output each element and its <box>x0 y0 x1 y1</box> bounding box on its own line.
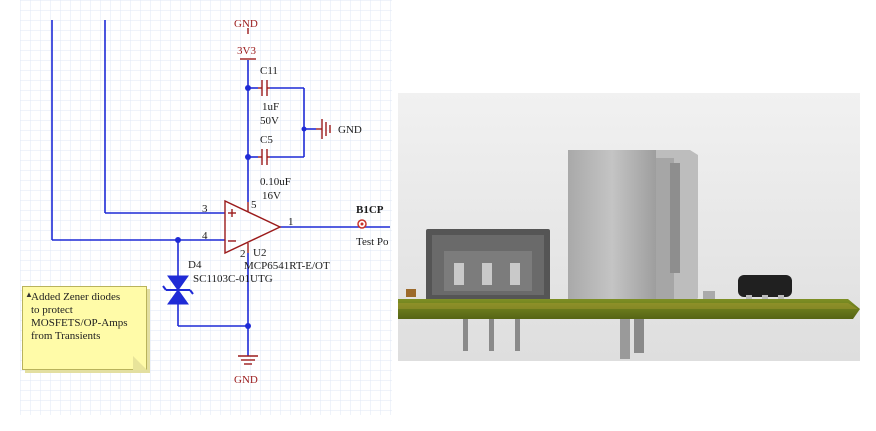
d4-ref: D4 <box>188 259 202 271</box>
c5-ref: C5 <box>260 134 273 146</box>
c11-value: 1uF <box>262 101 279 113</box>
note-line: Added Zener diodes <box>31 291 121 303</box>
note-pin-icon: ▲ <box>25 290 33 299</box>
zener-diode-d4-symbol <box>162 275 194 305</box>
note-line: from Transients <box>31 330 101 342</box>
c5-voltage: 16V <box>262 190 281 202</box>
connector-bottom-legs <box>620 319 644 359</box>
u2-part: MCP6541RT-E/OT <box>244 260 330 272</box>
smd-component <box>406 289 416 297</box>
sticky-note: ▲ Added Zener diodes to protect MOSFETS/… <box>22 286 147 370</box>
net-label-3v3: 3V3 <box>237 45 256 57</box>
box-header-connector <box>568 150 698 308</box>
u2-pin-plus: 3 <box>202 203 208 215</box>
component-symbols <box>224 28 331 365</box>
net-label-gnd-bottom: GND <box>234 374 258 386</box>
through-hole-pins <box>463 319 520 351</box>
jst-connector <box>426 229 550 301</box>
c11-ref: C11 <box>260 65 278 77</box>
test-point-name: Test Po <box>356 236 389 248</box>
pcb-3d-render <box>398 93 860 361</box>
ic-chip <box>738 275 792 303</box>
test-point-b1cp-symbol <box>357 219 367 229</box>
test-point-ref: B1CP <box>356 204 384 216</box>
d4-part: SC1103C-01UTG <box>193 273 273 285</box>
junction-dot <box>245 154 251 160</box>
c11-voltage: 50V <box>260 115 279 127</box>
c5-value: 0.10uF <box>260 176 291 188</box>
junction-dot <box>301 126 307 132</box>
opamp-u2-symbol <box>224 199 282 255</box>
net-label-gnd-caps: GND <box>338 124 362 136</box>
net-label-gnd-top: GND <box>234 18 258 30</box>
pcb-board <box>398 299 860 319</box>
u2-pin-vss: 2 <box>240 248 246 260</box>
u2-pin-minus: 4 <box>202 230 208 242</box>
junction-dot <box>245 85 251 91</box>
note-line: to protect <box>31 304 73 316</box>
junction-dot <box>245 323 251 329</box>
note-line: MOSFETS/OP-Amps <box>31 317 128 329</box>
pcb-copper-edge <box>398 303 858 309</box>
junction-dot <box>175 237 181 243</box>
junctions <box>175 85 307 329</box>
u2-pin-out: 1 <box>288 216 294 228</box>
u2-pin-vdd: 5 <box>251 199 257 211</box>
u2-ref: U2 <box>253 247 266 259</box>
smd-component <box>703 291 715 299</box>
note-corner-fold <box>133 356 147 370</box>
